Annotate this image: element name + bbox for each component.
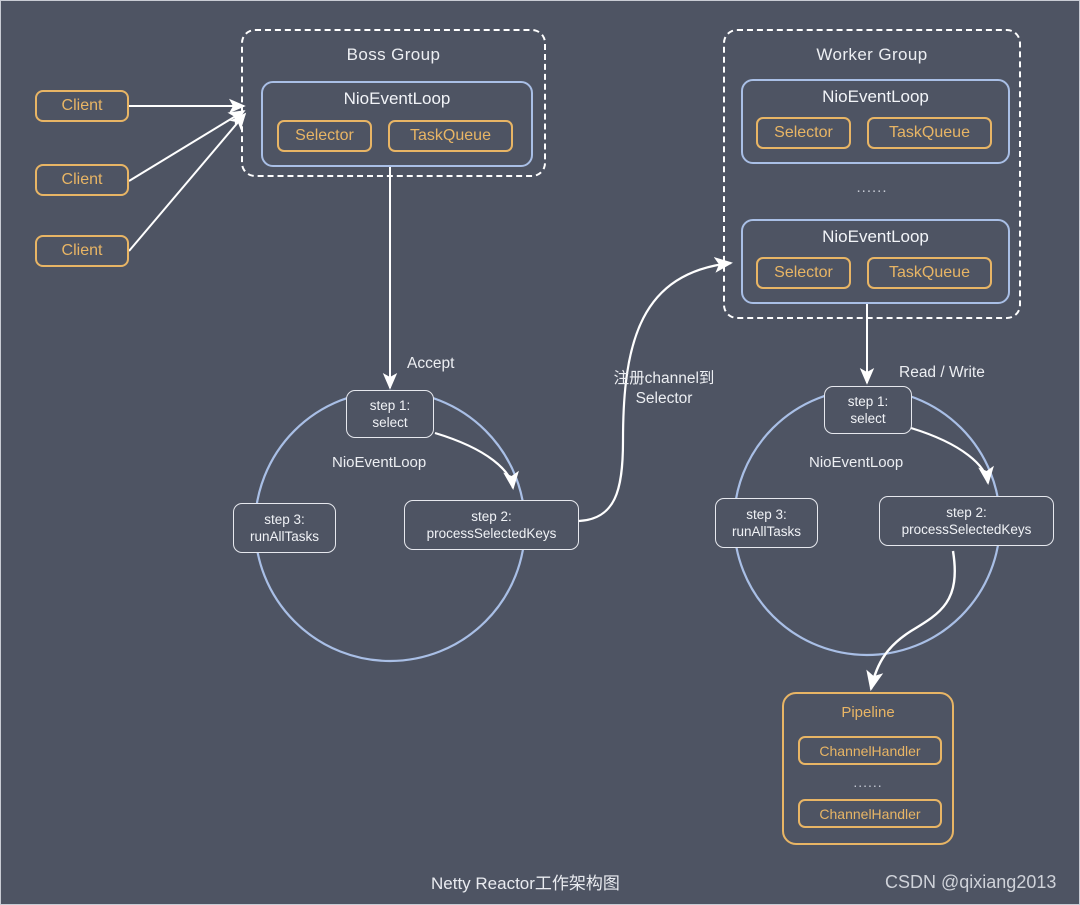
client-box-2[interactable]: Client [35,164,129,196]
worker-nioeventloop-title: NioEventLoop [822,227,929,246]
arrow-client2-to-boss [128,110,246,182]
step-line2: runAllTasks [249,529,320,544]
step-line1: step 1: [847,393,889,409]
boss-taskqueue[interactable]: TaskQueue [388,120,513,152]
taskqueue-label: TaskQueue [889,264,970,282]
diagram-caption: Netty Reactor工作架构图 [431,874,620,893]
step-line1: step 2: [471,508,512,524]
worker-nioeventloop-2[interactable]: NioEventLoop Selector TaskQueue [741,219,1010,304]
pipeline-box[interactable]: Pipeline ChannelHandler ...... ChannelHa… [782,692,954,845]
worker-group-ellipsis: ...... [856,179,888,196]
worker-nioeventloop-title: NioEventLoop [822,87,929,106]
csdn-watermark: CSDN @qixiang2013 [885,872,1057,892]
worker-step-1[interactable]: step 1: select [824,386,912,434]
client-label: Client [61,242,103,259]
boss-group[interactable]: Boss Group NioEventLoop Selector TaskQue… [241,29,546,177]
taskqueue-label: TaskQueue [410,127,491,145]
boss-loop-center-label: NioEventLoop [332,454,427,471]
arrow-boss-step1-to-step2 [434,431,519,490]
worker-taskqueue-2[interactable]: TaskQueue [867,257,992,289]
step-line2: select [850,411,886,426]
step-line2: processSelectedKeys [426,526,557,541]
channel-handler-label: ChannelHandler [819,805,921,822]
register-channel-label: 注册channel到 Selector [613,370,715,408]
read-write-label: Read / Write [899,364,985,381]
step-line1: step 3: [264,511,305,527]
boss-nioeventloop-title: NioEventLoop [343,89,451,108]
boss-group-title: Boss Group [346,45,441,64]
arrow-worker-step1-to-step2 [910,426,994,485]
client-label: Client [61,171,103,188]
step-line2: processSelectedKeys [901,522,1032,537]
channel-handler-label: ChannelHandler [819,742,921,759]
step-line2: runAllTasks [731,524,802,539]
client-label: Client [61,97,103,114]
selector-label: Selector [295,127,354,145]
arrow-client3-to-boss [128,112,247,252]
worker-taskqueue-1[interactable]: TaskQueue [867,117,992,149]
arrow-worker-to-pipeline [866,550,956,692]
worker-group-title: Worker Group [816,45,928,64]
pipeline-title: Pipeline [841,704,895,721]
worker-group[interactable]: Worker Group NioEventLoop Selector TaskQ… [723,29,1021,319]
pipeline-ellipsis: ...... [853,774,883,790]
client-box-1[interactable]: Client [35,90,129,122]
channel-handler-1[interactable]: ChannelHandler [798,736,942,765]
step-line1: step 1: [369,397,411,413]
channel-handler-2[interactable]: ChannelHandler [798,799,942,828]
worker-step-3[interactable]: step 3: runAllTasks [715,498,818,548]
worker-selector-1[interactable]: Selector [756,117,851,149]
worker-loop-center-label: NioEventLoop [809,454,904,471]
worker-step-2[interactable]: step 2: processSelectedKeys [879,496,1054,546]
boss-selector[interactable]: Selector [277,120,372,152]
step-line1: step 3: [746,506,787,522]
selector-label: Selector [774,264,833,282]
worker-nioeventloop-1[interactable]: NioEventLoop Selector TaskQueue [741,79,1010,164]
worker-selector-2[interactable]: Selector [756,257,851,289]
accept-label: Accept [407,355,455,372]
boss-step-2[interactable]: step 2: processSelectedKeys [404,500,579,550]
selector-label: Selector [774,124,833,142]
boss-nioeventloop[interactable]: NioEventLoop Selector TaskQueue [261,81,533,167]
step-line1: step 2: [946,504,987,520]
client-box-3[interactable]: Client [35,235,129,267]
taskqueue-label: TaskQueue [889,124,970,142]
boss-step-3[interactable]: step 3: runAllTasks [233,503,336,553]
step-line2: select [372,415,408,430]
boss-step-1[interactable]: step 1: select [346,390,434,438]
